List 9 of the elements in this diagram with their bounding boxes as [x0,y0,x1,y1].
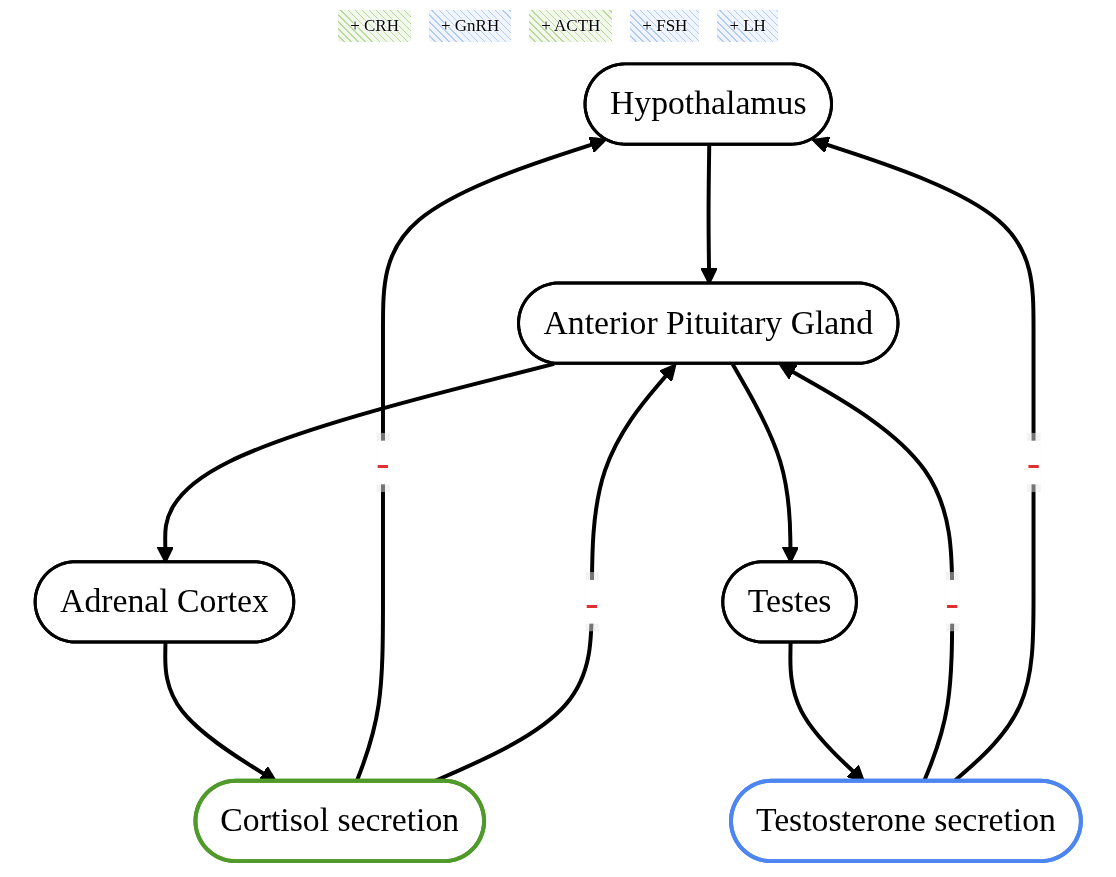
edge-label: - [585,580,599,624]
edge-label: - [376,440,390,485]
hormone-tag: + FSH [630,10,700,42]
edge-label: - [1026,440,1041,485]
hormone-tag: + CRH [338,10,411,42]
hormone-tag: + ACTH [529,10,613,42]
hormone-tag: + GnRH [428,10,512,42]
edge-label: - [945,580,959,624]
hormone-tag: + LH [717,10,778,42]
